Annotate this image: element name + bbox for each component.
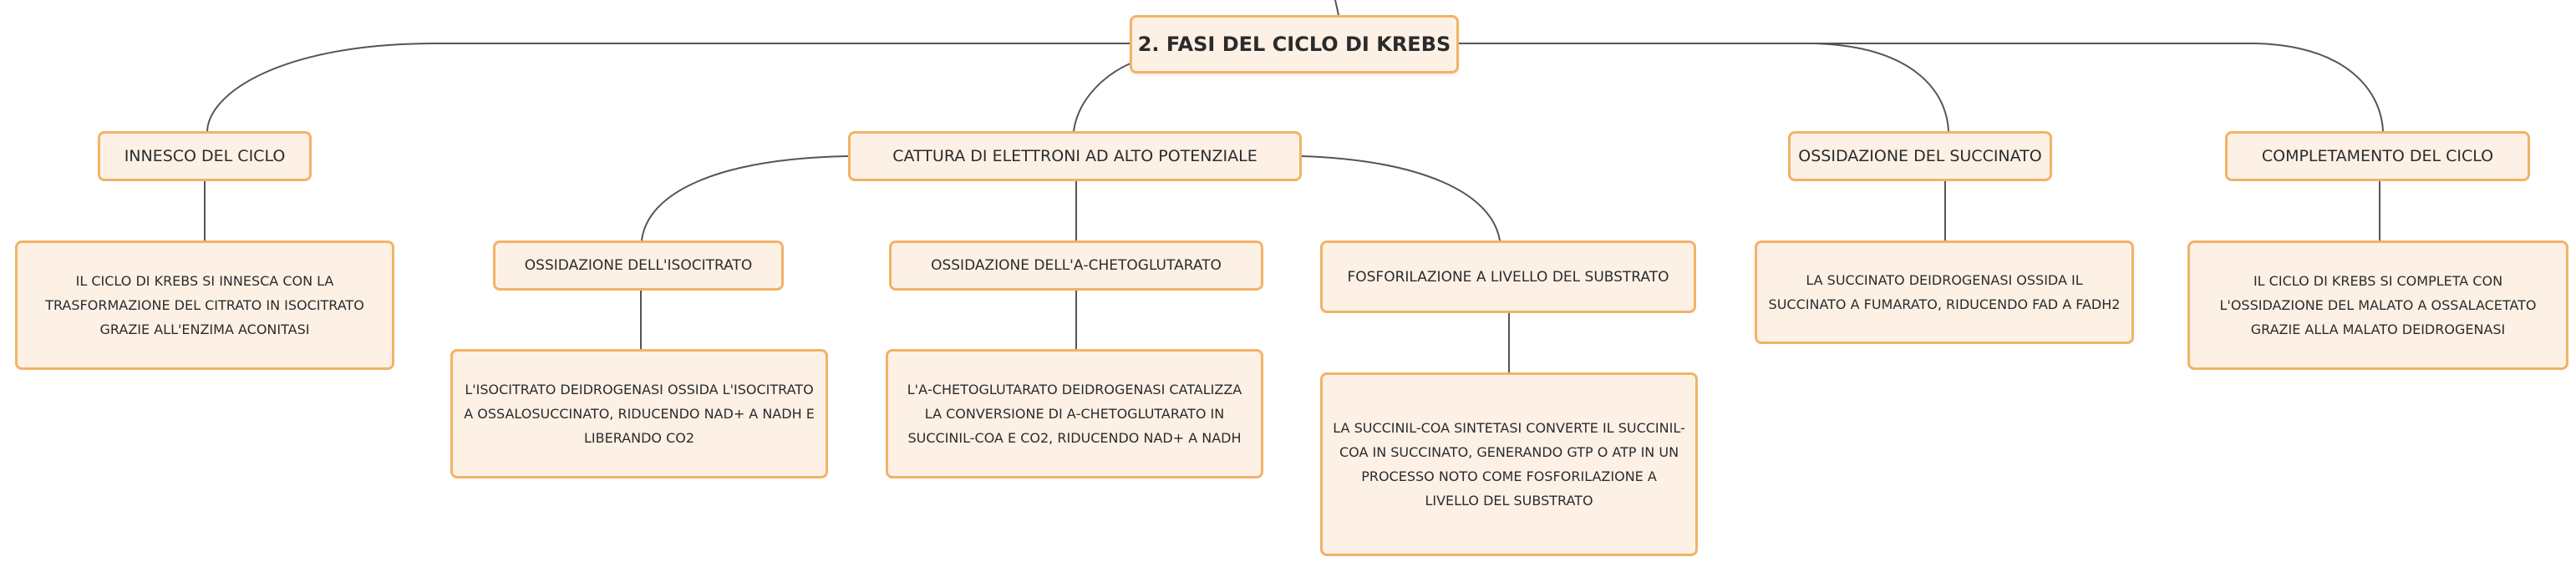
branch-succinato[interactable]: OSSIDAZIONE DEL SUCCINATO	[1788, 131, 2052, 181]
child-chetoglutarato-label: OSSIDAZIONE DELL'Α-CHETOGLUTARATO	[931, 257, 1222, 274]
connector-root-succinato	[1459, 43, 1949, 132]
root-node[interactable]: 2. FASI DEL CICLO DI KREBS	[1130, 15, 1459, 73]
fosforilazione-detail-node[interactable]: LA SUCCINIL-COA SINTETASI CONVERTE IL SU…	[1320, 372, 1698, 556]
completamento-detail-text: IL CICLO DI KREBS SI COMPLETA CON L'OSSI…	[2219, 273, 2537, 337]
connector-cattura-fosforilazione	[1301, 155, 1501, 241]
branch-completamento-label: COMPLETAMENTO DEL CICLO	[2261, 147, 2494, 165]
isocitrato-detail-text: L'ISOCITRATO DEIDROGENASI OSSIDA L'ISOCI…	[464, 382, 815, 446]
innesco-detail-text: IL CICLO DI KREBS SI INNESCA CON LA TRAS…	[45, 273, 364, 337]
connector-root-completamento	[1459, 43, 2384, 132]
child-isocitrato-label: OSSIDAZIONE DELL'ISOCITRATO	[524, 257, 753, 274]
succinato-detail-text: LA SUCCINATO DEIDROGENASI OSSIDA IL SUCC…	[1768, 272, 2121, 312]
child-chetoglutarato[interactable]: OSSIDAZIONE DELL'Α-CHETOGLUTARATO	[889, 240, 1263, 291]
root-label: 2. FASI DEL CICLO DI KREBS	[1137, 33, 1451, 56]
succinato-detail-node[interactable]: LA SUCCINATO DEIDROGENASI OSSIDA IL SUCC…	[1755, 240, 2134, 344]
connector-root-innesco	[206, 43, 1130, 132]
branch-succinato-label: OSSIDAZIONE DEL SUCCINATO	[1798, 147, 2042, 165]
connector-root-cattura	[1073, 62, 1133, 132]
completamento-detail-node[interactable]: IL CICLO DI KREBS SI COMPLETA CON L'OSSI…	[2187, 240, 2568, 370]
innesco-detail-node[interactable]: IL CICLO DI KREBS SI INNESCA CON LA TRAS…	[15, 240, 394, 370]
isocitrato-detail-node[interactable]: L'ISOCITRATO DEIDROGENASI OSSIDA L'ISOCI…	[450, 349, 828, 478]
connector-root-parent	[1334, 0, 1339, 16]
branch-innesco-label: INNESCO DEL CICLO	[124, 147, 286, 165]
child-fosforilazione[interactable]: FOSFORILAZIONE A LIVELLO DEL SUBSTRATO	[1320, 240, 1696, 313]
branch-innesco[interactable]: INNESCO DEL CICLO	[98, 131, 312, 181]
child-isocitrato[interactable]: OSSIDAZIONE DELL'ISOCITRATO	[493, 240, 784, 291]
branch-cattura-label: CATTURA DI ELETTRONI AD ALTO POTENZIALE	[892, 147, 1258, 165]
branch-cattura[interactable]: CATTURA DI ELETTRONI AD ALTO POTENZIALE	[848, 131, 1302, 181]
child-fosforilazione-label: FOSFORILAZIONE A LIVELLO DEL SUBSTRATO	[1347, 268, 1669, 286]
chetoglutarato-detail-node[interactable]: L'Α-CHETOGLUTARATO DEIDROGENASI CATALIZZ…	[886, 349, 1263, 478]
connector-cattura-isocitrato	[641, 155, 849, 241]
branch-completamento[interactable]: COMPLETAMENTO DEL CICLO	[2225, 131, 2530, 181]
fosforilazione-detail-text: LA SUCCINIL-COA SINTETASI CONVERTE IL SU…	[1333, 420, 1685, 509]
chetoglutarato-detail-text: L'Α-CHETOGLUTARATO DEIDROGENASI CATALIZZ…	[907, 382, 1242, 446]
